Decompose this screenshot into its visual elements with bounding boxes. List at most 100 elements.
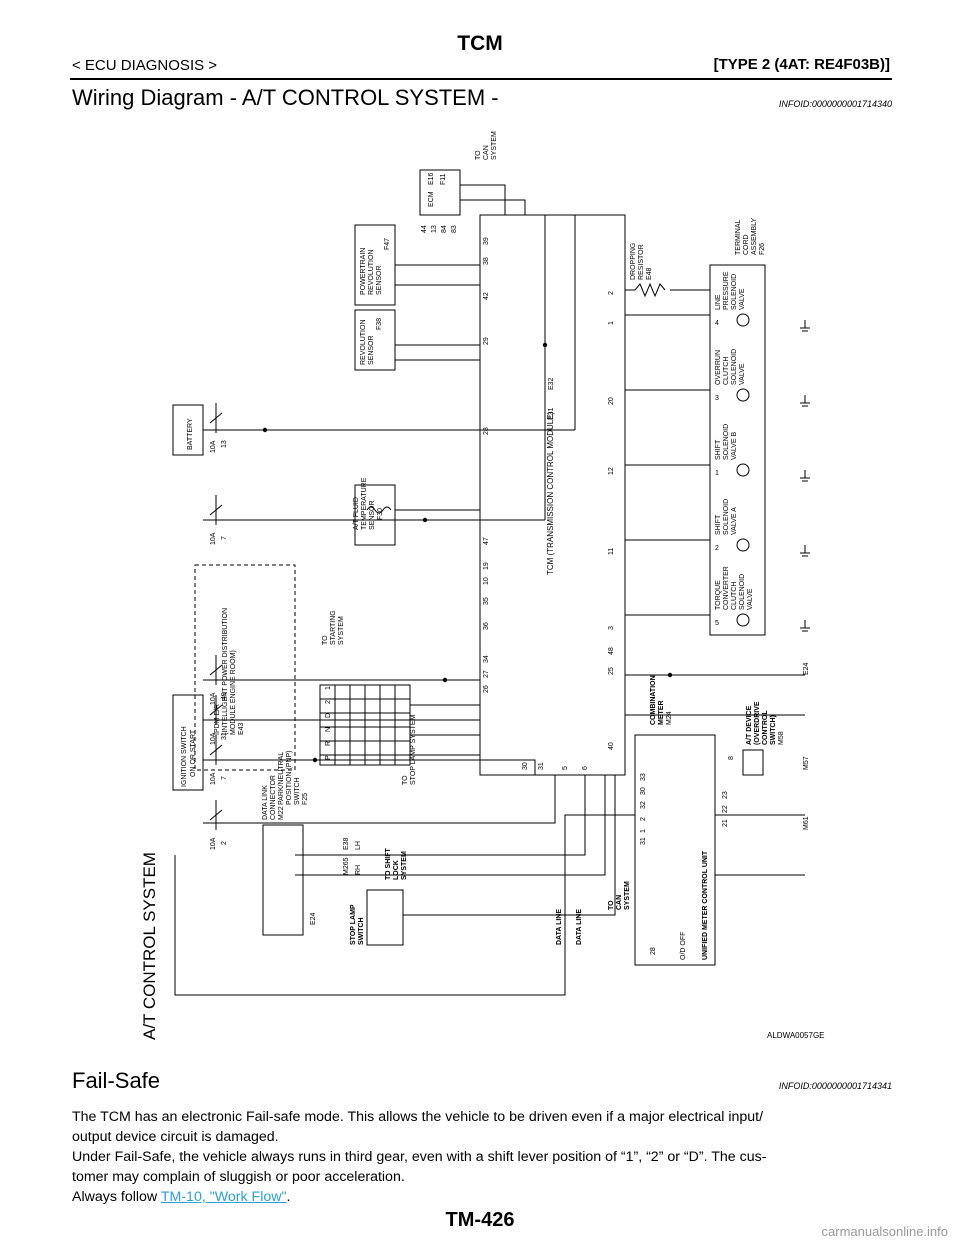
meter-pin-10: 28 bbox=[650, 947, 657, 955]
ecm-pin-3: 83 bbox=[451, 225, 458, 233]
terminal-cord-1: TERMINAL bbox=[735, 220, 742, 256]
ipdm-box bbox=[194, 564, 296, 771]
figure-code: ALDWA0057GE bbox=[767, 1031, 825, 1040]
fail-safe-line-4: tomer may complain of sluggish or poor a… bbox=[72, 1169, 405, 1185]
rev-label-2: SENSOR bbox=[368, 335, 375, 365]
solenoid-line-pressure-1: LINE bbox=[715, 294, 722, 310]
solenoid-tcc-4: SOLENOID bbox=[739, 574, 746, 610]
tcm-top-pin-8: 35 bbox=[483, 597, 490, 605]
solenoid-tcc-1: TORQUE bbox=[715, 580, 722, 610]
fail-safe-title: Fail-Safe bbox=[72, 1068, 161, 1093]
tcm-top-pin-5: 47 bbox=[483, 537, 490, 545]
to-shift-lock-3: SYSTEM bbox=[401, 851, 408, 880]
solenoid-shift-b-1: SHIFT bbox=[715, 439, 722, 460]
to-can-mid-1: TO bbox=[608, 900, 615, 910]
tcm-top-pin-6: 19 bbox=[483, 562, 490, 570]
terminal-cord-2: CORD bbox=[743, 234, 750, 255]
fuse-4-no: 7 bbox=[221, 536, 228, 540]
pnp-pos-r: R bbox=[325, 741, 332, 746]
solenoid-pin-4: 5 bbox=[715, 620, 719, 627]
tcm-top-pin-12: 26 bbox=[483, 685, 490, 693]
fuse-2-no: 31 bbox=[221, 732, 228, 740]
tcm-top-pin-10: 34 bbox=[483, 655, 490, 663]
wiring-info-id: INFOID:0000000001714340 bbox=[778, 99, 892, 109]
dropping-label-2: RESISTOR bbox=[638, 244, 645, 280]
wiring-harness bbox=[174, 184, 805, 996]
solenoid-shift-a-1: SHIFT bbox=[715, 514, 722, 535]
work-flow-link[interactable]: TM-10, "Work Flow" bbox=[160, 1189, 287, 1205]
system-label: A/T CONTROL SYSTEM bbox=[140, 852, 159, 1040]
meter-pin-6: 21 bbox=[722, 819, 729, 827]
solenoid-overrun-3: SOLENOID bbox=[731, 349, 738, 385]
prs-label-4: F47 bbox=[384, 238, 391, 250]
ground-symbols bbox=[800, 320, 810, 632]
rev-label-3: F38 bbox=[376, 318, 383, 330]
stop-lamp-switch-box bbox=[366, 889, 404, 946]
wiring-diagram-title: Wiring Diagram - A/T CONTROL SYSTEM - bbox=[72, 85, 499, 110]
atf-label-2: TEMPERATURE bbox=[361, 477, 368, 530]
atf-label-3: SENSOR bbox=[369, 500, 376, 530]
ecm-conn-2: F11 bbox=[440, 173, 447, 185]
pnp-label-2: POSITION (PNP) bbox=[286, 751, 293, 805]
od-switch-4: SWITCH) bbox=[770, 715, 777, 745]
terminal-cord-3: ASSEMBLY bbox=[751, 217, 758, 255]
solenoid-coils bbox=[709, 264, 766, 636]
tcm-bottom-pin-1: 1 bbox=[608, 321, 615, 325]
follow-suffix: . bbox=[286, 1189, 291, 1205]
tcm-top-pin-3: 29 bbox=[483, 337, 490, 345]
solenoid-shift-b-3: VALVE B bbox=[731, 432, 738, 460]
fuse-symbols bbox=[209, 403, 223, 830]
tcm-top-pin-4: 28 bbox=[483, 427, 490, 435]
pnp-pos-p: P bbox=[325, 755, 332, 760]
to-can-mid-2: CAN bbox=[616, 895, 623, 910]
tcm-conn-2: E32 bbox=[548, 377, 555, 390]
meter-pin-9: 8 bbox=[728, 756, 735, 760]
follow-prefix: Always follow bbox=[72, 1189, 161, 1205]
ignition-box bbox=[172, 694, 204, 791]
tcm-left-pin-0: 30 bbox=[522, 762, 529, 770]
solenoid-overrun-2: CLUTCH bbox=[723, 357, 730, 385]
stop-lamp-label-2: SWITCH bbox=[358, 917, 365, 945]
ipdm-label-1: IPDM E/R bbox=[214, 704, 221, 735]
tcm-top-pin-2: 42 bbox=[483, 292, 490, 300]
dlc-label-3: M22 bbox=[278, 806, 285, 820]
ecm-pin-1: 13 bbox=[431, 225, 438, 233]
tcm-conn-1: E31 bbox=[548, 407, 555, 420]
to-can-top-1: TO bbox=[475, 150, 482, 160]
data-line-1: DATA LINE bbox=[556, 909, 563, 945]
prs-label-2: REVOLUTION bbox=[368, 249, 375, 295]
ecm-label: ECM bbox=[428, 191, 435, 207]
tcm-box bbox=[479, 214, 626, 776]
fuse-0-no: 2 bbox=[221, 841, 228, 845]
solenoid-overrun-1: OVERRUN bbox=[715, 350, 722, 385]
dropping-label-3: E48 bbox=[646, 267, 653, 280]
ground-m57: M57 bbox=[803, 756, 810, 770]
fuse-4-amp: 10A bbox=[210, 532, 217, 545]
solenoid-shift-b-2: SOLENOID bbox=[723, 424, 730, 460]
to-shift-lock-2: LOCK bbox=[393, 860, 400, 880]
solenoid-tcc-5: VALVE bbox=[747, 588, 754, 610]
solenoid-shift-a-3: VALVE A bbox=[731, 507, 738, 535]
atf-label-4: F30 bbox=[377, 508, 384, 520]
ecm-box bbox=[419, 169, 461, 216]
fail-safe-line-2: output device circuit is damaged. bbox=[72, 1129, 279, 1145]
stop-lamp-lh: LH bbox=[355, 841, 362, 850]
meter-pin-7: 22 bbox=[722, 805, 729, 813]
battery-label: BATTERY bbox=[187, 418, 194, 450]
solenoid-pin-2: 1 bbox=[715, 470, 719, 477]
fuse-3-amp: 10A bbox=[210, 692, 217, 705]
dropping-resistor-zigzag bbox=[634, 282, 666, 298]
ecm-conn-1: E16 bbox=[428, 172, 435, 185]
od-switch-5: M58 bbox=[778, 731, 785, 745]
watermark: carmanualsonline.info bbox=[821, 1224, 948, 1239]
pnp-pos-d: D bbox=[325, 713, 332, 718]
ipdm-label-2: (INTELLIGENT POWER DISTRIBUTION bbox=[222, 608, 229, 735]
to-starting-3: SYSTEM bbox=[338, 616, 345, 645]
pnp-pos-2: 2 bbox=[325, 700, 332, 704]
tcm-bottom-pin-0: 2 bbox=[608, 291, 615, 295]
fail-safe-info-id: INFOID:0000000001714341 bbox=[778, 1081, 892, 1091]
ignition-label-2: ON OR START bbox=[190, 729, 197, 777]
fuse-5-no: 13 bbox=[221, 440, 228, 448]
meter-pin-0: 31 bbox=[640, 837, 647, 845]
dlc-label-2: CONNECTOR bbox=[270, 775, 277, 820]
